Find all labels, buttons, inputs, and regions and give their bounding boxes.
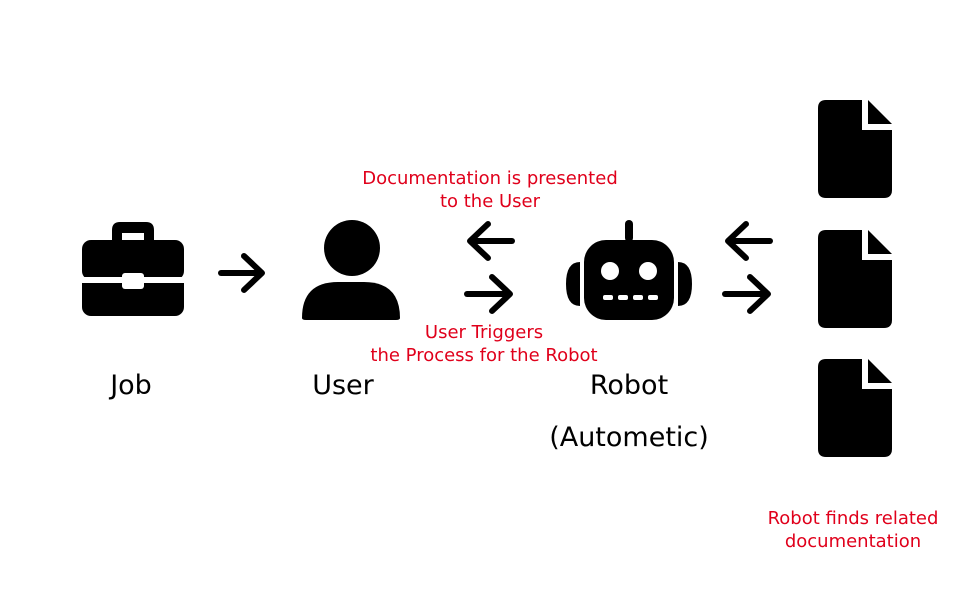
arrow-left-icon bbox=[464, 219, 516, 263]
annotation-triggers-line1: User Triggers bbox=[424, 322, 544, 343]
document-icon bbox=[818, 230, 892, 328]
arrow-right-icon bbox=[464, 272, 516, 316]
annotation-presented-line2: to the User bbox=[439, 191, 541, 212]
arrow-right-icon bbox=[218, 251, 268, 295]
annotation-presented-line1: Documentation is presented bbox=[362, 168, 618, 189]
annotation-triggers-line2: the Process for the Robot bbox=[370, 345, 598, 366]
robot-label: Robot bbox=[589, 370, 669, 401]
arrow-left-icon bbox=[722, 219, 774, 263]
user-label: User bbox=[312, 370, 374, 401]
arrow-right-icon bbox=[722, 272, 774, 316]
annotation-robot-finds: Robot finds related documentation bbox=[748, 507, 956, 553]
job-label: Job bbox=[110, 370, 152, 401]
document-icon bbox=[818, 100, 892, 198]
person-icon bbox=[300, 220, 402, 322]
annotation-documentation-presented: Documentation is presented to the User bbox=[340, 167, 640, 213]
document-icon bbox=[818, 359, 892, 457]
annotation-finds-line2: documentation bbox=[784, 531, 922, 552]
briefcase-icon bbox=[82, 220, 184, 316]
annotation-finds-line1: Robot finds related bbox=[767, 508, 939, 529]
robot-icon bbox=[566, 220, 692, 322]
annotation-user-triggers: User Triggers the Process for the Robot bbox=[334, 321, 634, 367]
robot-sublabel: (Autometic) bbox=[549, 422, 709, 453]
